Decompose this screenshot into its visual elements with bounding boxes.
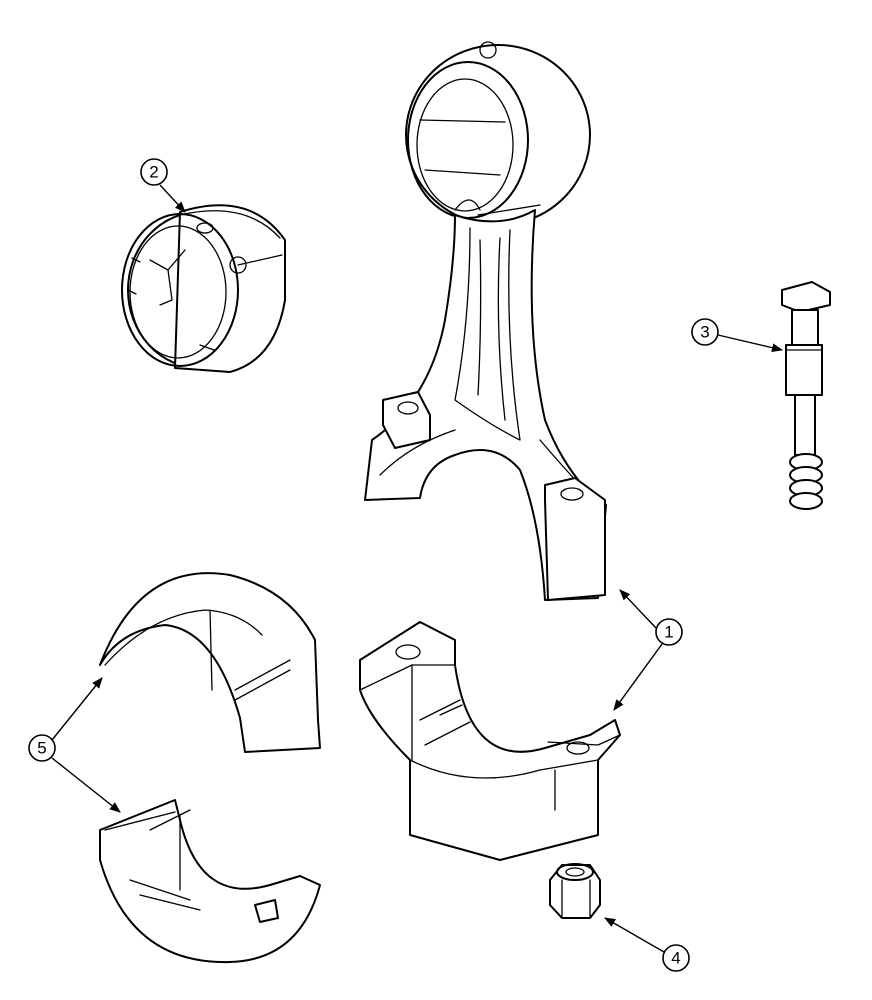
connecting-rod-cap: [359, 621, 621, 861]
upper-bearing-shell: [99, 572, 321, 753]
callout-4-circle: [662, 944, 690, 972]
rod-bolt: [781, 281, 831, 510]
callout-4: 4: [604, 917, 690, 972]
callout-3-label: 3: [700, 323, 709, 342]
connecting-rod: [364, 41, 607, 601]
callout-5-leader-lower: [51, 757, 121, 813]
callout-1-leader-upper: [619, 589, 657, 629]
callout-1-label: 1: [664, 623, 673, 642]
callout-1-leader-lower: [613, 643, 663, 711]
callout-2: 2: [140, 158, 186, 213]
callout-5-label: 5: [37, 739, 46, 758]
callout-5: 5: [28, 677, 121, 813]
lower-bearing-shell: [99, 799, 321, 964]
callout-2-circle: [140, 158, 168, 186]
callout-3: 3: [691, 318, 784, 353]
callout-1: 1: [613, 589, 683, 711]
callout-4-label: 4: [671, 949, 680, 968]
callout-5-leader-upper: [51, 677, 103, 741]
callout-4-leader: [604, 917, 665, 953]
callout-3-circle: [691, 318, 719, 346]
callout-3-leader: [717, 334, 784, 353]
small-end-bushing: [121, 204, 286, 373]
callout-2-leader: [159, 184, 186, 213]
rod-nut: [549, 863, 601, 919]
callout-2-label: 2: [149, 163, 158, 182]
callout-1-circle: [655, 618, 683, 646]
callout-5-circle: [28, 734, 56, 762]
